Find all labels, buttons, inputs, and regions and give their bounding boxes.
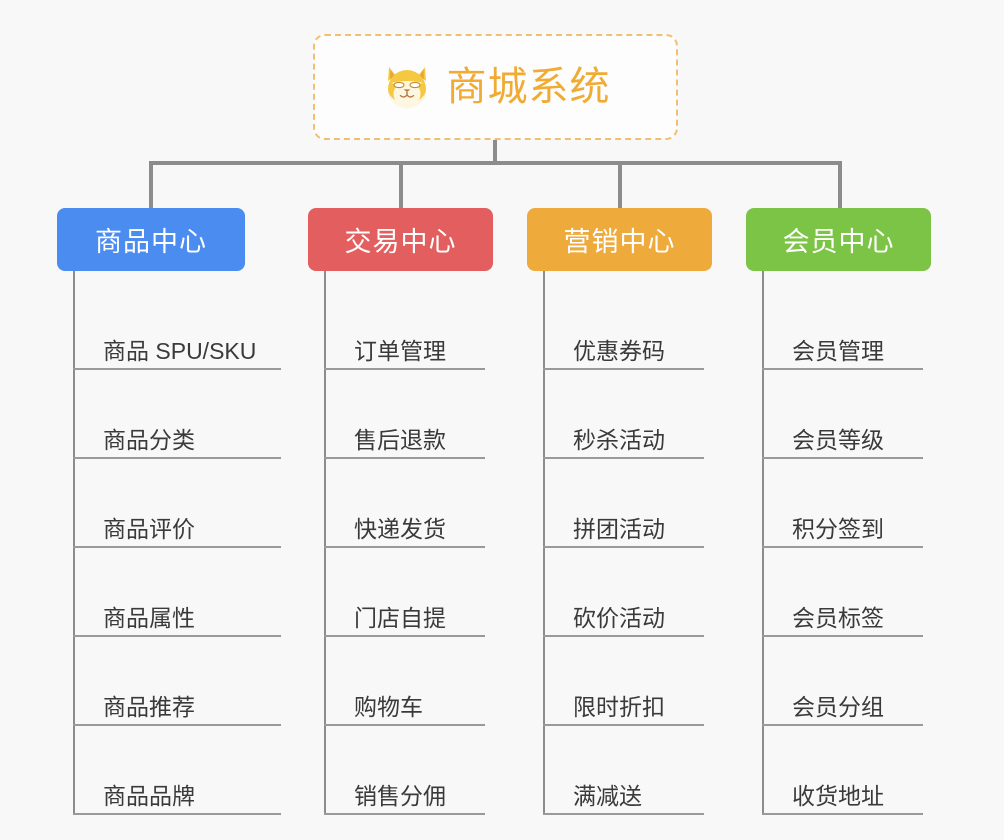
leaf-underline [73, 457, 281, 459]
leaf-list-member-center: 会员管理会员等级积分签到会员标签会员分组收货地址 [746, 271, 931, 815]
leaf-underline [324, 546, 485, 548]
leaf-label: 秒杀活动 [573, 427, 665, 453]
leaf-label: 积分签到 [792, 516, 884, 542]
leaf-label: 满减送 [573, 783, 642, 809]
connector-drop-1 [149, 161, 153, 209]
leaf-underline [762, 724, 923, 726]
leaf-label: 收货地址 [792, 783, 884, 809]
category-node-member-center[interactable]: 会员中心 [746, 208, 931, 271]
leaf-label: 商品推荐 [103, 694, 195, 720]
connector-drop-4 [838, 161, 842, 209]
leaf-underline [324, 635, 485, 637]
leaf-label: 会员等级 [792, 427, 884, 453]
leaf-item[interactable]: 会员标签 [746, 548, 931, 637]
leaf-item[interactable]: 收货地址 [746, 726, 931, 815]
leaf-label: 商品 SPU/SKU [103, 338, 257, 364]
leaf-underline [762, 368, 923, 370]
category-node-product-center[interactable]: 商品中心 [57, 208, 245, 271]
leaf-underline [543, 457, 704, 459]
leaf-underline [73, 546, 281, 548]
leaf-item[interactable]: 满减送 [527, 726, 712, 815]
leaf-underline [543, 813, 704, 815]
leaf-underline [73, 368, 281, 370]
root-title: 商城系统 [446, 65, 611, 109]
leaf-item[interactable]: 拼团活动 [527, 459, 712, 548]
connector-horizontal-bus [150, 161, 842, 165]
leaf-underline [73, 724, 281, 726]
leaf-item[interactable]: 积分签到 [746, 459, 931, 548]
leaf-label: 门店自提 [354, 605, 446, 631]
root-node[interactable]: 商城系统 [313, 34, 678, 140]
leaf-label: 会员标签 [792, 605, 884, 631]
category-node-marketing-center[interactable]: 营销中心 [527, 208, 712, 271]
connector-spine-member-center [762, 271, 764, 815]
leaf-underline [762, 813, 923, 815]
branch-member-center: 会员中心会员管理会员等级积分签到会员标签会员分组收货地址 [746, 208, 931, 815]
leaf-item[interactable]: 商品推荐 [57, 637, 281, 726]
leaf-label: 砍价活动 [573, 605, 665, 631]
leaf-label: 优惠券码 [573, 338, 665, 364]
leaf-list-marketing-center: 优惠券码秒杀活动拼团活动砍价活动限时折扣满减送 [527, 271, 712, 815]
leaf-label: 购物车 [354, 694, 423, 720]
category-node-trade-center[interactable]: 交易中心 [308, 208, 493, 271]
leaf-label: 拼团活动 [573, 516, 665, 542]
shiba-dog-face-icon [381, 61, 433, 113]
leaf-item[interactable]: 订单管理 [308, 281, 493, 370]
leaf-label: 订单管理 [354, 338, 446, 364]
leaf-label: 售后退款 [354, 427, 446, 453]
leaf-underline [324, 368, 485, 370]
leaf-label: 商品属性 [103, 605, 195, 631]
connector-spine-product-center [73, 271, 75, 815]
connector-root-stem [493, 140, 497, 163]
leaf-underline [762, 546, 923, 548]
leaf-item[interactable]: 会员管理 [746, 281, 931, 370]
branch-trade-center: 交易中心订单管理售后退款快递发货门店自提购物车销售分佣 [308, 208, 493, 815]
leaf-underline [324, 813, 485, 815]
leaf-label: 会员分组 [792, 694, 884, 720]
connector-drop-3 [618, 161, 622, 209]
connector-spine-trade-center [324, 271, 326, 815]
leaf-item[interactable]: 限时折扣 [527, 637, 712, 726]
leaf-item[interactable]: 秒杀活动 [527, 370, 712, 459]
leaf-item[interactable]: 商品评价 [57, 459, 281, 548]
leaf-item[interactable]: 砍价活动 [527, 548, 712, 637]
leaf-label: 销售分佣 [354, 783, 446, 809]
leaf-underline [543, 368, 704, 370]
leaf-underline [324, 457, 485, 459]
leaf-underline [543, 635, 704, 637]
connector-spine-marketing-center [543, 271, 545, 815]
leaf-item[interactable]: 会员等级 [746, 370, 931, 459]
leaf-label: 限时折扣 [573, 694, 665, 720]
leaf-list-product-center: 商品 SPU/SKU 商品分类商品评价商品属性商品推荐商品品牌 [57, 271, 281, 815]
leaf-item[interactable]: 会员分组 [746, 637, 931, 726]
leaf-label: 商品评价 [103, 516, 195, 542]
branch-marketing-center: 营销中心优惠券码秒杀活动拼团活动砍价活动限时折扣满减送 [527, 208, 712, 815]
leaf-underline [73, 813, 281, 815]
leaf-label: 会员管理 [792, 338, 884, 364]
leaf-item[interactable]: 销售分佣 [308, 726, 493, 815]
leaf-item[interactable]: 快递发货 [308, 459, 493, 548]
leaf-label: 商品分类 [103, 427, 195, 453]
leaf-item[interactable]: 门店自提 [308, 548, 493, 637]
leaf-item[interactable]: 商品属性 [57, 548, 281, 637]
leaf-item[interactable]: 商品品牌 [57, 726, 281, 815]
leaf-item[interactable]: 购物车 [308, 637, 493, 726]
connector-drop-2 [399, 161, 403, 209]
leaf-underline [543, 724, 704, 726]
leaf-underline [543, 546, 704, 548]
leaf-underline [324, 724, 485, 726]
leaf-underline [73, 635, 281, 637]
leaf-label: 商品品牌 [103, 783, 195, 809]
branch-product-center: 商品中心商品 SPU/SKU 商品分类商品评价商品属性商品推荐商品品牌 [57, 208, 281, 815]
leaf-list-trade-center: 订单管理售后退款快递发货门店自提购物车销售分佣 [308, 271, 493, 815]
leaf-item[interactable]: 商品分类 [57, 370, 281, 459]
leaf-item[interactable]: 售后退款 [308, 370, 493, 459]
leaf-item[interactable]: 优惠券码 [527, 281, 712, 370]
leaf-item[interactable]: 商品 SPU/SKU [57, 281, 281, 370]
leaf-label: 快递发货 [354, 516, 446, 542]
leaf-underline [762, 635, 923, 637]
leaf-underline [762, 457, 923, 459]
